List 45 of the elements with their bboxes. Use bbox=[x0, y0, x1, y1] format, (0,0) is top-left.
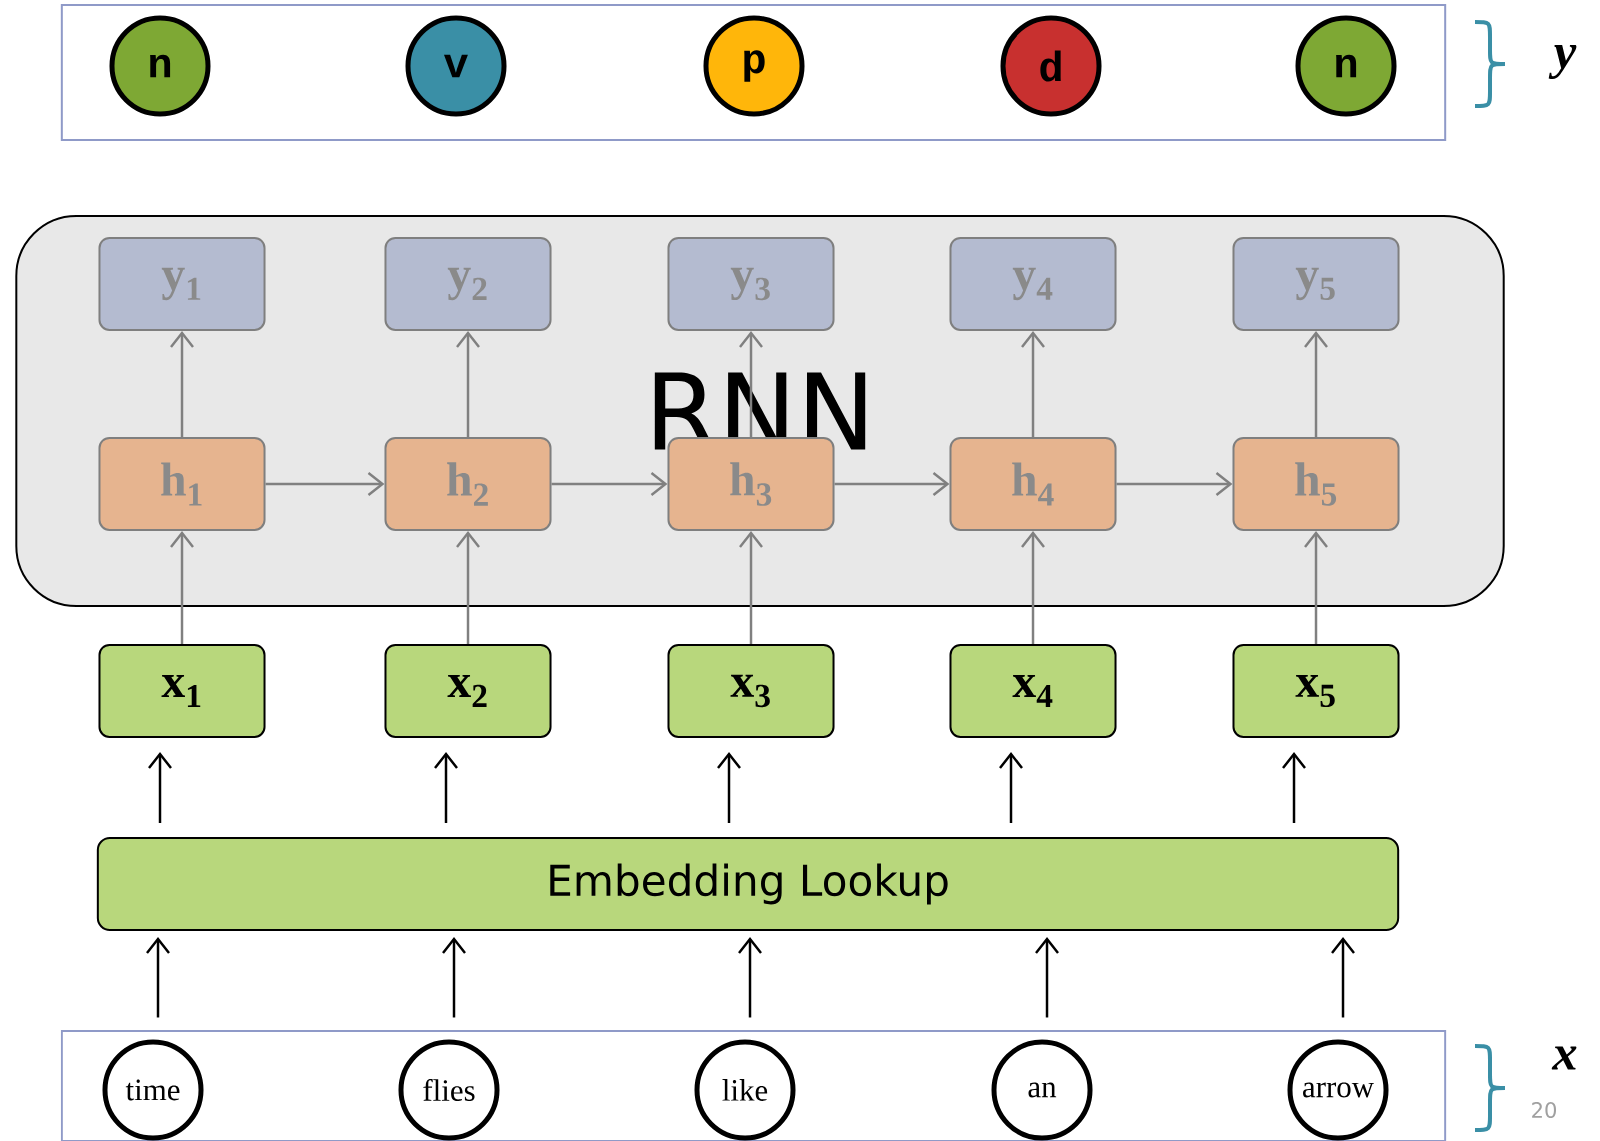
embedding-box: Embedding Lookup bbox=[96, 837, 1400, 931]
panel-frame bbox=[60, 1030, 1447, 1141]
arrow bbox=[442, 937, 466, 1018]
output-box: y$_{3}$ bbox=[667, 237, 835, 331]
input-vector-box: x$_{2}$ bbox=[384, 644, 552, 738]
arrow bbox=[1282, 752, 1306, 823]
arrow bbox=[456, 331, 480, 437]
variable-label: x bbox=[1551, 1046, 1577, 1070]
arrow bbox=[265, 472, 385, 496]
arrow bbox=[1304, 531, 1328, 644]
variable-label: y bbox=[1548, 44, 1577, 80]
output-box: y$_{2}$ bbox=[384, 237, 552, 331]
hidden-state-box: h$_{5}$ bbox=[1232, 437, 1400, 531]
arrow bbox=[739, 531, 763, 644]
arrow bbox=[170, 331, 194, 437]
page-number: 20 bbox=[1532, 1102, 1557, 1118]
output-box: y$_{4}$ bbox=[949, 237, 1117, 331]
arrow bbox=[1116, 472, 1233, 496]
arrow bbox=[148, 752, 172, 823]
arrow bbox=[146, 937, 170, 1018]
hidden-state-box: h$_{4}$ bbox=[949, 437, 1117, 531]
arrow bbox=[551, 472, 668, 496]
arrow bbox=[434, 752, 458, 823]
arrow bbox=[1021, 531, 1045, 644]
arrow bbox=[1021, 331, 1045, 437]
input-vector-box: x$_{5}$ bbox=[1232, 644, 1400, 738]
arrow bbox=[456, 531, 480, 644]
arrow bbox=[1304, 331, 1328, 437]
input-vector-box: x$_{4}$ bbox=[949, 644, 1117, 738]
arrow bbox=[1035, 937, 1059, 1018]
arrow bbox=[739, 331, 763, 437]
arrow bbox=[1331, 937, 1355, 1018]
hidden-state-box: h$_{3}$ bbox=[667, 437, 835, 531]
hidden-state-box: h$_{1}$ bbox=[98, 437, 266, 531]
input-vector-box: x$_{1}$ bbox=[98, 644, 266, 738]
arrow bbox=[717, 752, 741, 823]
panel-frame bbox=[60, 3, 1447, 141]
arrow bbox=[999, 752, 1023, 823]
arrow bbox=[834, 472, 950, 496]
output-box: y$_{5}$ bbox=[1232, 237, 1400, 331]
input-vector-box: x$_{3}$ bbox=[667, 644, 835, 738]
arrow bbox=[738, 937, 762, 1018]
arrow bbox=[170, 531, 194, 644]
output-box: y$_{1}$ bbox=[98, 237, 266, 331]
hidden-state-box: h$_{2}$ bbox=[384, 437, 552, 531]
